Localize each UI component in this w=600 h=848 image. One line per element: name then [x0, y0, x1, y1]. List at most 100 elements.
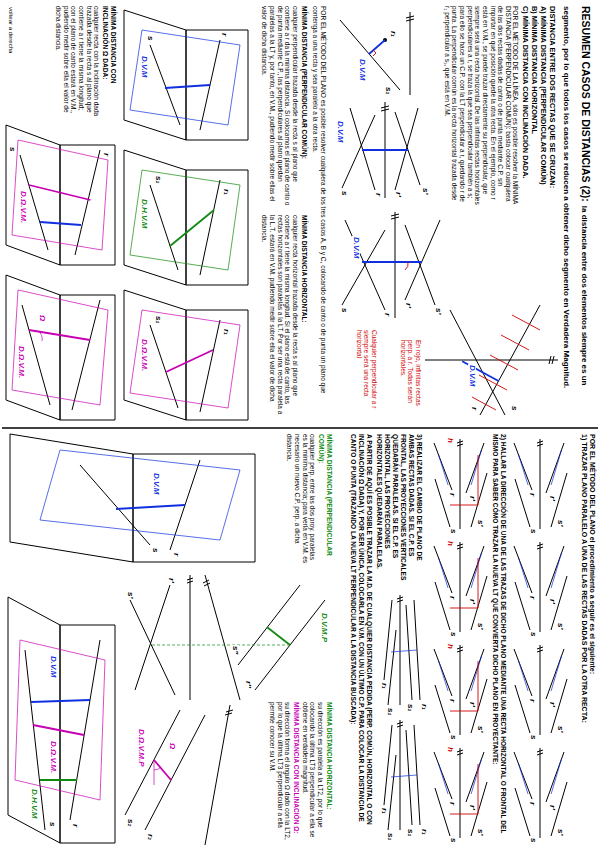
text-column: 2) HALLAR LA DIRECCIÓN DE UNA DE LAS TRA… [491, 434, 508, 844]
figure-label: r' [548, 598, 556, 605]
distance-segment [165, 85, 210, 88]
figure-label: s' [476, 725, 484, 733]
figure-label: r [220, 32, 228, 37]
figure-label: r [528, 801, 536, 806]
section-heading: A PARTIR DE AQUÍ ES POSIBLE TRAZAR LA M.… [349, 434, 373, 844]
text-column: A PARTIR DE AQUÍ ES POSIBLE TRAZAR LA M.… [349, 434, 374, 844]
figure-label: r' [468, 598, 476, 605]
page-title: RESUMEN CASOS DE DISTANCIAS (2): [580, 6, 592, 202]
section-heading: A) MÍNIMA DISTANCIA (PERPENDICULAR COMÚN… [538, 6, 547, 206]
figure-label: r' [468, 701, 476, 708]
section-heading: MÍNIMA DISTANCIA HORIZONTAL: [325, 702, 333, 845]
distance-segment [29, 185, 91, 200]
projection-planes [6, 125, 115, 265]
projection-lines [425, 305, 558, 415]
figure-label: s [146, 35, 154, 41]
figure-label: r₁ [420, 703, 428, 711]
right-angle-mark [373, 50, 376, 56]
figure-label: r₁ [420, 828, 428, 836]
figure-label: D.V.M [140, 55, 148, 79]
figure-label: s' [556, 725, 564, 733]
figure-label: r [383, 312, 391, 317]
section-heading: DISTANCIA ENTRE DOS RECTAS QUE SE CRUZAN… [547, 6, 556, 206]
figure-label: D.V.M.P [320, 612, 328, 643]
distance-segment [166, 350, 213, 372]
distance-segment [170, 210, 214, 246]
section-heading: 1) TRAZAR PLANO PARALELO A UNA DE LAS RE… [579, 434, 587, 844]
section-heading: MÍNIMA DISTANCIA (PERPENDICULAR COMÚN): [317, 434, 333, 566]
explanation-text: cualquier perpendicular trazada desde la… [261, 6, 299, 206]
figure-label: D.Ω.V.M. [140, 338, 148, 372]
figure-label: r [172, 552, 180, 557]
figure-label: r [448, 492, 456, 497]
figure-label: s' [556, 519, 564, 527]
horizontal-line [450, 558, 478, 608]
explanation-text: su dirección es paralela a la LT2, por l… [301, 702, 324, 845]
auxiliary-plane [130, 170, 240, 270]
text-column: MÍNIMA DISTANCIA HORIZONTAL:su dirección… [268, 702, 334, 845]
projection-planes [124, 150, 248, 285]
explanation-text: su dirección forma el ángulo Ω dado con … [268, 702, 291, 845]
figure-label: D.V.M [152, 472, 160, 496]
distance-segment [116, 505, 185, 509]
divider-line [2, 427, 598, 429]
explanation-text: POR EL MÉTODO DEL PLANO es posible resol… [312, 6, 327, 421]
explanation-text: cualquier perp. entre las dos proy. para… [286, 434, 317, 566]
figure-label: s₁ [384, 86, 392, 95]
figure-label: s [340, 307, 348, 313]
projection-lines [384, 595, 420, 705]
parallel-lines [519, 450, 562, 485]
figure-label: s₁ [154, 315, 162, 324]
distance-segment [267, 627, 290, 645]
projection-lines [340, 12, 414, 95]
figure-label: D.V.M [49, 655, 57, 679]
projection-lines [434, 748, 487, 838]
section-heading: 3) REALIZAR EL CAMBIO DE PLANO DE AMBAS … [376, 434, 423, 582]
figure-label: r [528, 698, 536, 703]
figure-label: h [446, 437, 454, 444]
figure-label: s [529, 631, 537, 637]
figure-label: r₁ [389, 30, 397, 38]
section-heading: MÍNIMA DISTANCIA CON INCLINACIÓN Ω: [292, 702, 300, 845]
auxiliary-plane [15, 640, 105, 800]
distance-segment [29, 330, 90, 340]
parallel-lines [519, 656, 562, 691]
figure-label: D.V.M [352, 236, 360, 260]
figure-label: r₁ [380, 807, 388, 815]
auxiliary-plane [130, 30, 240, 125]
projector-line [150, 645, 290, 646]
distance-segment [40, 222, 81, 225]
projection-lines [514, 439, 567, 529]
text-column: POR EL MÉTODO DEL PLANO el procedimiento… [579, 434, 596, 844]
distance-segment [362, 261, 422, 263]
figure-label: r [470, 406, 478, 411]
figure-label: s [529, 528, 537, 534]
text-column: POR EL MÉTODO DEL PLANO es posible resol… [312, 6, 328, 421]
figure-label: s [449, 528, 457, 534]
parallel-lines [519, 759, 562, 794]
angle-arc [38, 331, 42, 341]
section-heading: POR EL MÉTODO DEL PLANO el procedimiento… [588, 434, 596, 844]
text-column: MÍNIMA DISTANCIA HORIZONTAL:cualquier re… [261, 215, 309, 420]
auxiliary-plane [130, 310, 240, 408]
projection-planes [6, 275, 115, 420]
figure-label: r' [548, 495, 556, 502]
figure-label: D.V.M [336, 120, 344, 144]
projection-lines [342, 212, 440, 318]
horizontal-line [450, 661, 478, 711]
figure-label: r' [167, 577, 175, 584]
figure-label: r' [468, 804, 476, 811]
figure-label: D.Ω.V.M.P [137, 728, 145, 768]
section-heading: B) MÍNIMA DISTANCIA HORIZONTAL [529, 6, 538, 206]
projection-planes [10, 434, 255, 562]
figure-label: s' [126, 591, 134, 599]
section-heading: MÍNIMA DISTANCIA (PERPENDICULAR COMÚN): [300, 6, 308, 206]
figure-label: r [71, 823, 79, 828]
figure-label: s₂ [126, 818, 134, 828]
figure-label: s [449, 837, 457, 843]
explanation-text: cualquier recta con la inclinación dada … [54, 6, 100, 118]
figure-label: s [48, 821, 56, 827]
text-column: RESUMEN CASOS DE DISTANCIAS (2):la dista… [560, 6, 596, 420]
parallel-lines [439, 759, 482, 794]
